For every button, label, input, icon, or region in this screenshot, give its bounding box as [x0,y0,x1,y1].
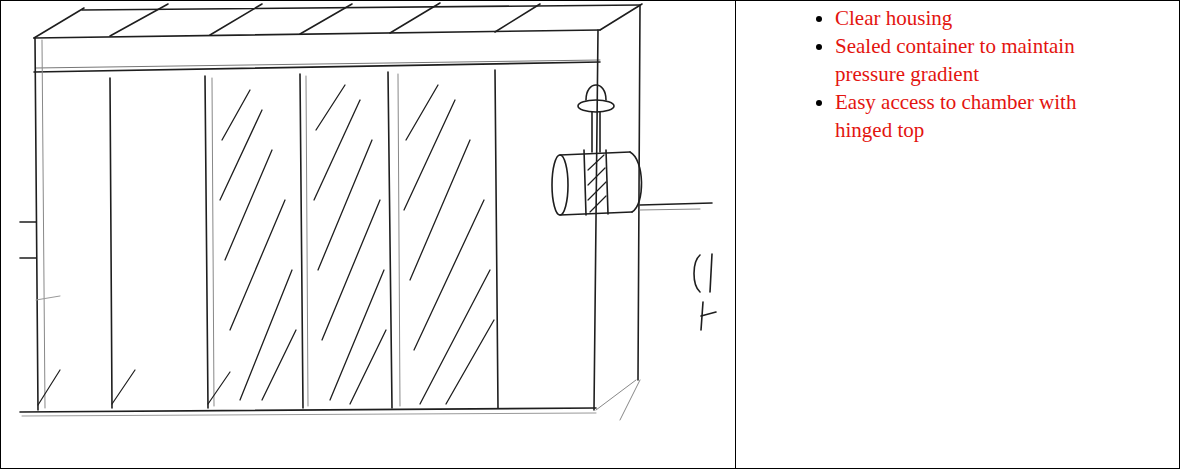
bullet-item: Easy access to chamber with hinged top [835,88,1125,144]
bullet-text: Clear housing [835,6,952,30]
bullet-item: Clear housing [835,4,1125,32]
table-divider [735,0,736,469]
bullet-item: Sealed container to maintain pressure gr… [835,32,1125,88]
bullet-text: Sealed container to maintain pressure gr… [835,34,1075,86]
housing-sketch [0,0,736,469]
bullet-list: Clear housingSealed container to maintai… [795,4,1125,144]
bullet-text: Easy access to chamber with hinged top [835,90,1076,142]
